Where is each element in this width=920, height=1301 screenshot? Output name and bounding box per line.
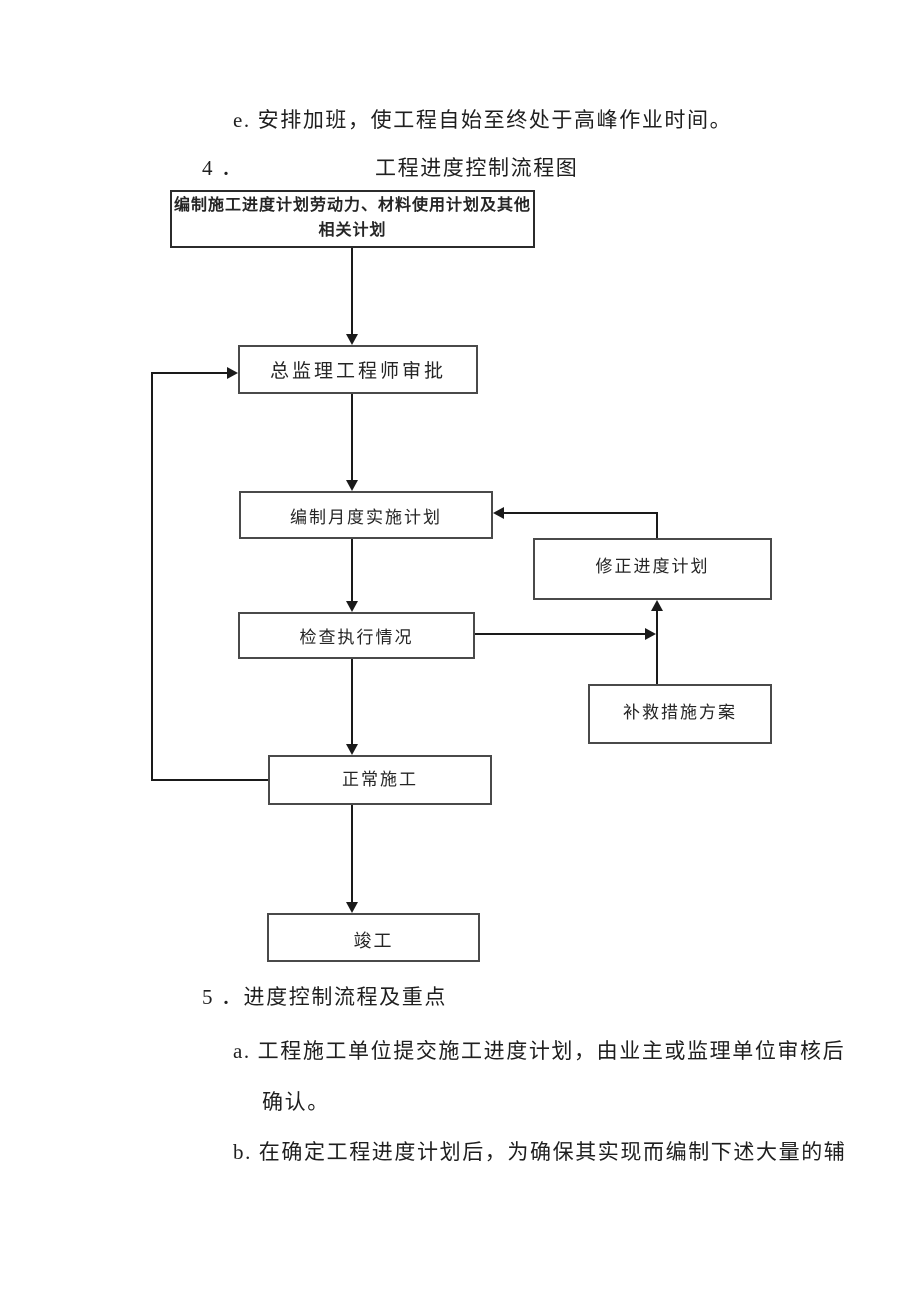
flow-box-monthly-label: 编制月度实施计划 bbox=[290, 507, 442, 527]
connector-monthly-check bbox=[351, 539, 353, 603]
flow-box-monthly: 编制月度实施计划 bbox=[239, 491, 493, 539]
flow-box-check-label: 检查执行情况 bbox=[299, 628, 414, 647]
flow-box-approve: 总监理工程师审批 bbox=[238, 345, 478, 394]
connector-loop-vertical bbox=[151, 372, 153, 781]
flow-box-plan-line2: 相关计划 bbox=[318, 222, 387, 239]
arrowhead-up-revise bbox=[651, 600, 663, 611]
flow-box-approve-label: 总监理工程师审批 bbox=[269, 361, 446, 382]
flow-box-plan-line1: 编制施工进度计划劳动力、材料使用计划及其他 bbox=[173, 197, 531, 215]
flow-box-revise-label: 修正进度计划 bbox=[595, 557, 710, 576]
flow-box-revise: 修正进度计划 bbox=[533, 538, 772, 600]
connector-check-junction bbox=[475, 633, 647, 635]
connector-normal-finish bbox=[351, 805, 353, 904]
paragraph-item-a-line1: a. 工程施工单位提交施工进度计划，由业主或监理单位审核后 bbox=[233, 1039, 846, 1063]
connector-remedy-revise bbox=[656, 609, 658, 684]
arrowhead-right-approve bbox=[227, 367, 238, 379]
arrowhead-down-normal bbox=[346, 744, 358, 755]
heading4-number: 4 ． bbox=[202, 156, 244, 180]
arrowhead-down-check bbox=[346, 601, 358, 612]
flow-box-plan: 编制施工进度计划劳动力、材料使用计划及其他 相关计划 bbox=[170, 190, 535, 248]
heading4-title: 工程进度控制流程图 bbox=[375, 156, 579, 180]
connector-loop-top bbox=[151, 372, 228, 374]
flow-box-finish: 竣工 bbox=[267, 913, 480, 962]
arrowhead-down-finish bbox=[346, 902, 358, 913]
paragraph-item-a-line2: 确认。 bbox=[262, 1090, 330, 1114]
arrowhead-left-monthly bbox=[493, 507, 504, 519]
flow-box-check: 检查执行情况 bbox=[238, 612, 475, 659]
flow-box-normal: 正常施工 bbox=[268, 755, 492, 805]
connector-loop-bottom bbox=[151, 779, 268, 781]
connector-revise-monthly bbox=[502, 512, 658, 514]
flow-box-remedy: 补救措施方案 bbox=[588, 684, 772, 744]
paragraph-item-e: e. 安排加班，使工程自始至终处于高峰作业时间。 bbox=[233, 108, 733, 132]
connector-approve-monthly bbox=[351, 394, 353, 482]
arrowhead-down-approve bbox=[346, 334, 358, 345]
connector-revise-up bbox=[656, 513, 658, 538]
connector-check-normal bbox=[351, 659, 353, 746]
flow-box-finish-label: 竣工 bbox=[353, 931, 394, 951]
arrowhead-down-monthly bbox=[346, 480, 358, 491]
heading5: 5 ．进度控制流程及重点 bbox=[202, 985, 447, 1009]
flow-box-normal-label: 正常施工 bbox=[342, 769, 418, 789]
arrowhead-right-junction bbox=[645, 628, 656, 640]
flow-box-remedy-label: 补救措施方案 bbox=[623, 703, 737, 722]
paragraph-item-b-line1: b. 在确定工程进度计划后，为确保其实现而编制下述大量的辅 bbox=[233, 1140, 847, 1164]
connector-plan-approve bbox=[351, 248, 353, 336]
